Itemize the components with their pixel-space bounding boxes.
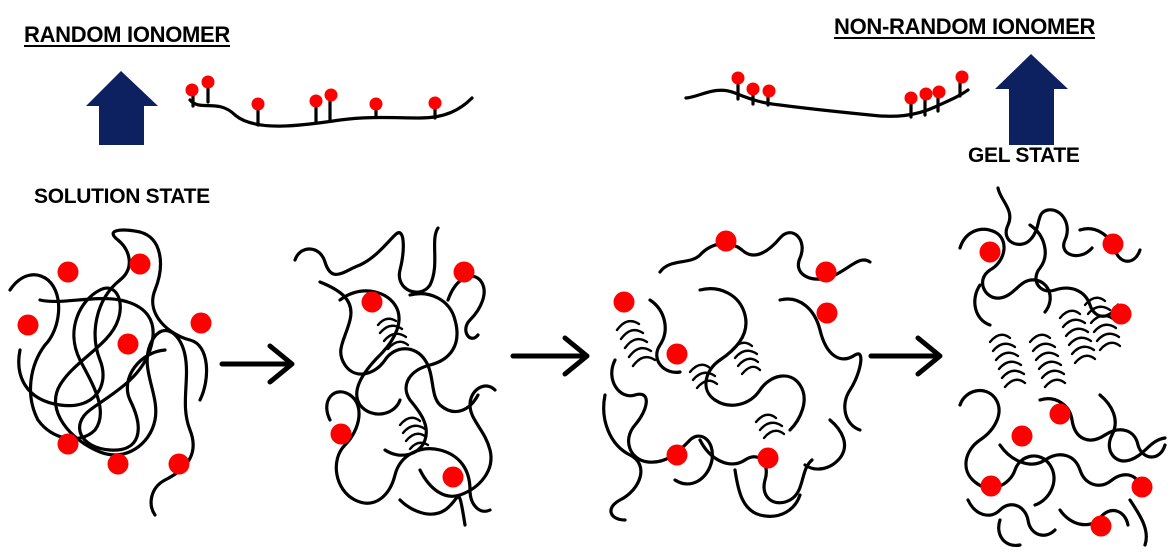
process-arrow-2 bbox=[513, 338, 587, 374]
ion-dot bbox=[933, 86, 946, 99]
up-arrow-left bbox=[86, 71, 158, 145]
ion-dot bbox=[1091, 516, 1112, 537]
ion-dot bbox=[1050, 404, 1071, 425]
ion-dot bbox=[58, 262, 79, 283]
clustered-ion-groups bbox=[732, 71, 969, 118]
ion-dot bbox=[716, 231, 737, 252]
ion-dot bbox=[1012, 426, 1033, 447]
ion-dot bbox=[186, 84, 199, 97]
ion-dot bbox=[443, 467, 464, 488]
ion-dot bbox=[732, 72, 745, 85]
ion-dot bbox=[956, 71, 969, 84]
non-random-ionomer-chain bbox=[686, 71, 969, 118]
ion-dot bbox=[667, 344, 688, 365]
up-arrow-right bbox=[995, 54, 1068, 145]
ion-dot bbox=[58, 434, 79, 455]
ion-dot bbox=[370, 98, 383, 111]
ion-dot bbox=[758, 448, 779, 469]
ion-dot bbox=[130, 254, 151, 275]
ion-dot bbox=[310, 95, 323, 108]
ion-dot bbox=[747, 83, 760, 96]
ion-dot bbox=[667, 445, 688, 466]
gel-state-network bbox=[960, 188, 1165, 545]
ion-dot bbox=[1132, 477, 1153, 498]
ion-dot bbox=[920, 88, 933, 101]
ion-dot bbox=[614, 292, 635, 313]
ion-dot bbox=[325, 89, 338, 102]
ion-dot bbox=[362, 292, 383, 313]
ion-dot bbox=[1111, 304, 1132, 325]
ion-dot bbox=[331, 424, 352, 445]
ion-cluster bbox=[1030, 335, 1065, 387]
ion-dot bbox=[905, 92, 918, 105]
ion-dot bbox=[817, 303, 838, 324]
solution-state-coil bbox=[10, 230, 212, 515]
aggregating-coil-stage-3 bbox=[604, 231, 870, 521]
ion-dot bbox=[169, 454, 190, 475]
process-arrow-1 bbox=[222, 346, 292, 382]
ion-cluster bbox=[990, 335, 1025, 387]
aggregating-coil-stage-2 bbox=[295, 228, 495, 525]
ion-dot bbox=[1103, 234, 1124, 255]
ion-aggregate bbox=[378, 319, 408, 349]
ion-dot bbox=[252, 98, 265, 111]
process-arrow-3 bbox=[871, 338, 940, 374]
ion-dot bbox=[18, 315, 39, 336]
ion-aggregate bbox=[617, 321, 655, 366]
ion-dot bbox=[108, 454, 129, 475]
ion-dot bbox=[763, 85, 776, 98]
ion-dot bbox=[202, 76, 215, 89]
ion-dot bbox=[981, 476, 1002, 497]
ion-dot bbox=[816, 262, 837, 283]
ion-dot bbox=[980, 242, 1001, 263]
ion-dot bbox=[454, 262, 475, 283]
ion-dot bbox=[191, 313, 212, 334]
random-ionomer-chain bbox=[186, 76, 473, 127]
ion-dot bbox=[118, 334, 139, 355]
ion-cluster bbox=[1060, 311, 1095, 363]
ion-dot bbox=[429, 97, 442, 110]
ion-aggregate bbox=[756, 415, 784, 438]
